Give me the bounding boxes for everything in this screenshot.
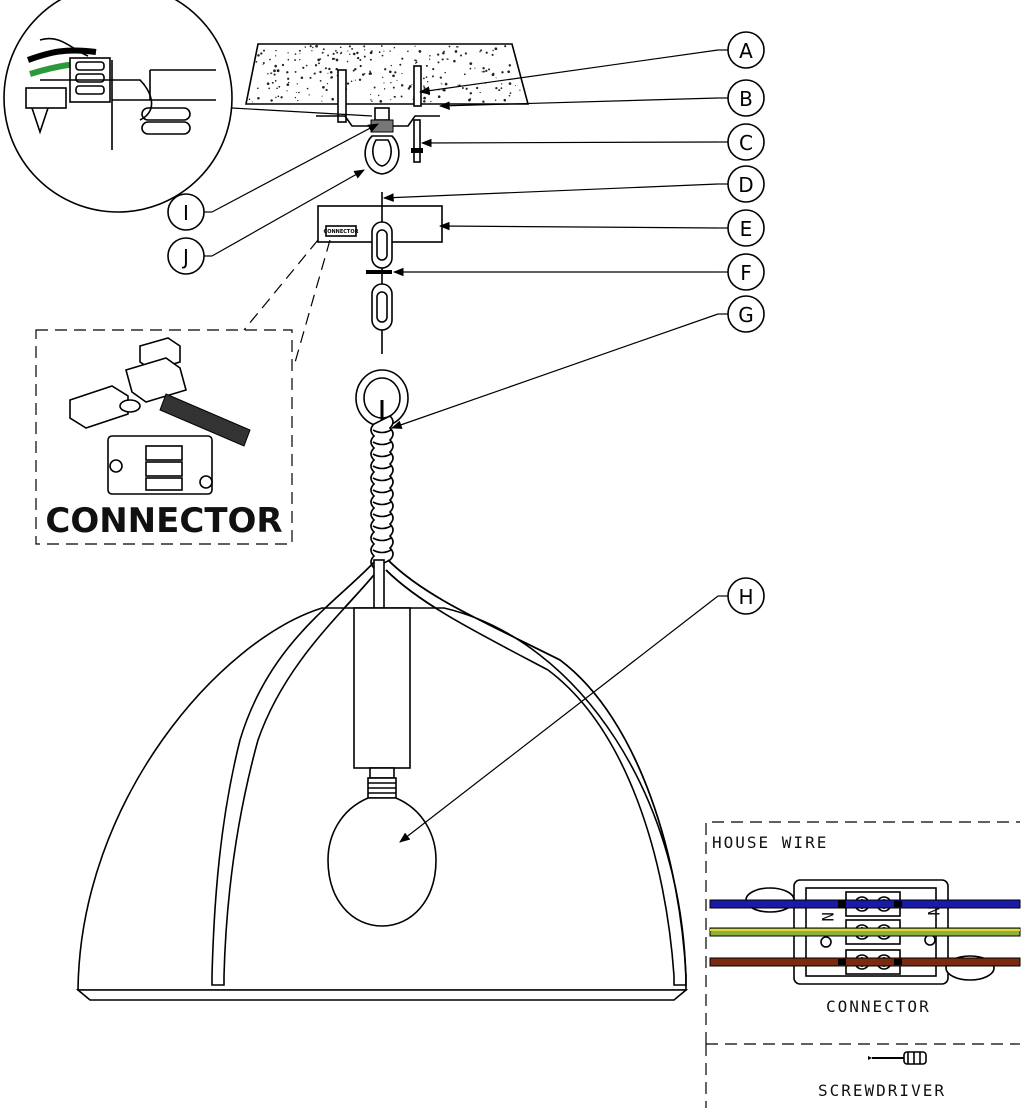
callout-g: G xyxy=(390,295,765,429)
callout-letter: D xyxy=(738,173,753,197)
light-bulb xyxy=(327,767,437,927)
callout-j: J xyxy=(167,169,365,275)
wire-blue xyxy=(709,899,1021,909)
callout-letter: E xyxy=(740,217,753,241)
neutral-mark-left: N xyxy=(818,912,837,924)
screwdriver-caption: SCREWDRIVER xyxy=(818,1081,946,1100)
connector-exploded-view xyxy=(69,337,251,495)
screwdriver-panel: SCREWDRIVER xyxy=(818,1051,946,1100)
lamp-holder xyxy=(353,607,411,769)
screwdriver-icon xyxy=(868,1051,927,1065)
callout-letter: F xyxy=(740,261,752,285)
callout-letter: C xyxy=(739,131,753,155)
chain-clip xyxy=(366,270,392,274)
chain xyxy=(366,192,393,354)
callout-e: E xyxy=(438,209,765,247)
callout-letter: A xyxy=(739,39,753,63)
callout-c: C xyxy=(420,123,765,161)
callout-h: H xyxy=(399,577,765,843)
callout-letter: G xyxy=(738,303,754,327)
callout-a: A xyxy=(418,31,765,95)
callout-b: B xyxy=(438,79,765,117)
callout-letter: H xyxy=(738,585,753,609)
callout-d: D xyxy=(382,165,765,203)
connector-inset-title: CONNECTOR xyxy=(45,501,282,541)
callout-letter: I xyxy=(183,201,189,225)
callout-letter: J xyxy=(181,245,189,269)
connector-inset: CONNECTOR xyxy=(35,239,331,545)
wiring-panel-caption: CONNECTOR xyxy=(826,997,931,1016)
wall-anchor-right xyxy=(413,65,422,107)
canopy-connector-label: CONNECTOR xyxy=(324,229,359,235)
ceiling-bracket xyxy=(316,107,440,175)
detail-magnifier xyxy=(3,0,373,213)
screw-c xyxy=(413,119,421,163)
callout-f: F xyxy=(392,253,765,291)
wire-brown xyxy=(709,957,1021,967)
house-wire-title: HOUSE WIRE xyxy=(712,833,828,852)
neutral-mark-right: N xyxy=(924,906,943,918)
wiring-panel: HOUSE WIRE N N CONNECTOR xyxy=(705,821,1021,1108)
wall-anchor-left xyxy=(337,69,347,123)
callout-i: I xyxy=(167,123,379,231)
ceiling-slab xyxy=(245,43,530,123)
callout-letter: B xyxy=(739,87,753,111)
wire-yellow-green xyxy=(709,927,1021,937)
hook-ring xyxy=(364,135,400,175)
